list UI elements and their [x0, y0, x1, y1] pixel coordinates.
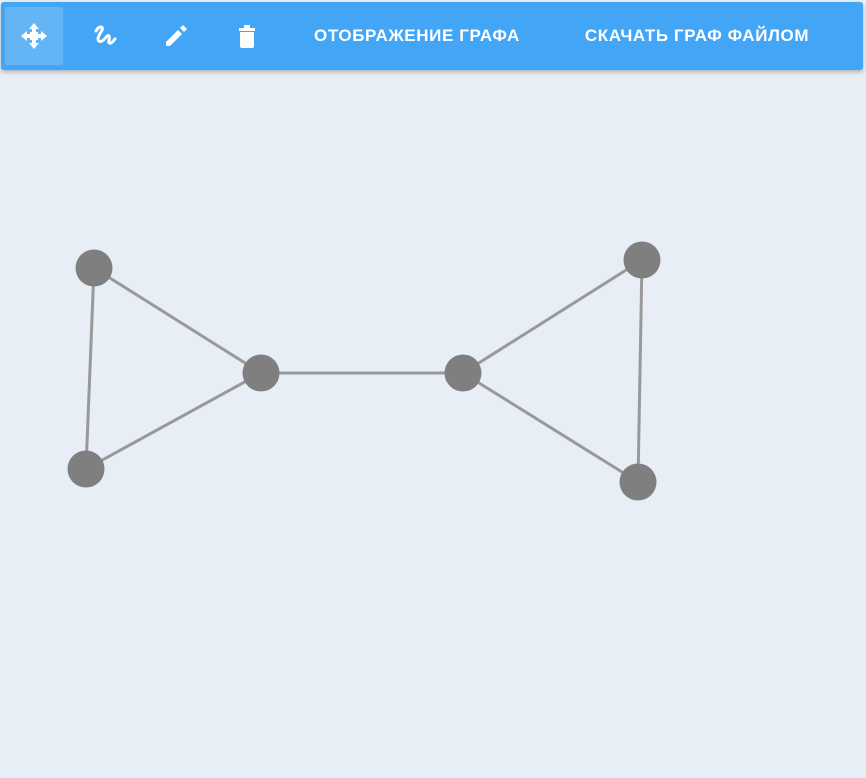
download-graph-button[interactable]: Скачать граф файлом — [584, 26, 810, 45]
graph-edge[interactable] — [462, 258, 643, 375]
graph-svg[interactable] — [0, 72, 866, 778]
scribble-icon — [91, 22, 119, 50]
graph-node[interactable] — [242, 354, 280, 392]
pencil-icon — [162, 22, 190, 50]
edit-tool-button[interactable] — [147, 7, 205, 65]
graph-node[interactable] — [619, 463, 657, 501]
graph-edge[interactable] — [84, 267, 96, 470]
graph-node[interactable] — [75, 249, 113, 287]
graph-node[interactable] — [67, 450, 105, 488]
display-graph-button[interactable]: Отображение графа — [314, 26, 520, 45]
graph-edge[interactable] — [85, 371, 262, 471]
draw-tool-button[interactable] — [76, 7, 134, 65]
graph-canvas[interactable] — [0, 72, 866, 778]
delete-tool-button[interactable] — [218, 7, 276, 65]
graph-edge[interactable] — [93, 266, 262, 375]
move-tool-button[interactable] — [5, 7, 63, 65]
graph-node[interactable] — [623, 241, 661, 279]
graph-edge[interactable] — [462, 371, 639, 484]
graph-node[interactable] — [444, 354, 482, 392]
trash-icon — [233, 22, 261, 50]
toolbar: Отображение графа Скачать граф файлом — [1, 2, 863, 70]
move-arrows-icon — [20, 22, 48, 50]
graph-edge[interactable] — [636, 259, 644, 483]
